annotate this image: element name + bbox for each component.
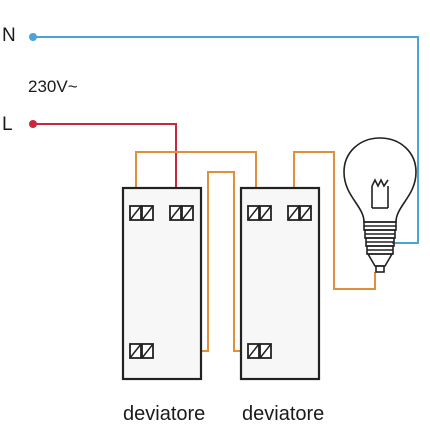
light-bulb-icon: [343, 137, 417, 273]
switch-left-bottom-terminals: [129, 343, 154, 359]
bulb-glass: [343, 137, 417, 223]
bulb-filament: [371, 178, 389, 208]
switch-right-bottom-terminals: [247, 343, 272, 359]
line-terminal-dot: [29, 120, 37, 128]
line-label: L: [2, 114, 13, 135]
lamp-feed-wire: [293, 151, 376, 290]
switch-left-top-terminals: [129, 205, 194, 221]
traveler-wire-top: [135, 151, 257, 213]
neutral-label: N: [2, 25, 16, 46]
neutral-wire: [33, 36, 419, 244]
line-wire: [33, 123, 177, 213]
bulb-base: [363, 221, 397, 273]
neutral-terminal-dot: [29, 33, 37, 41]
switch-right: [239, 186, 321, 381]
switch-left: [121, 186, 203, 381]
voltage-label: 230V~: [28, 77, 78, 96]
switch-right-label: deviatore: [242, 403, 324, 425]
switch-right-top-terminals: [247, 205, 312, 221]
switch-left-label: deviatore: [123, 403, 205, 425]
